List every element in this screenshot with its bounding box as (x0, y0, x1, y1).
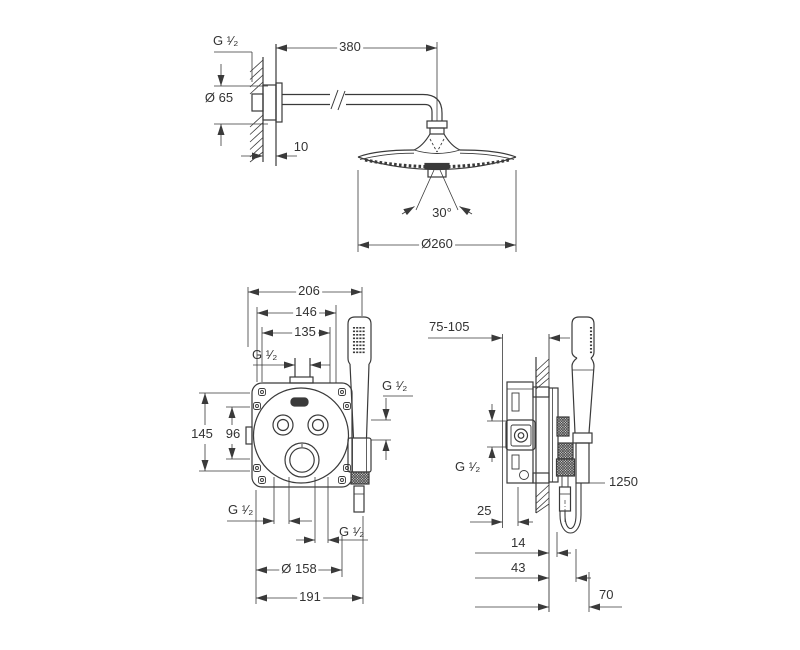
hose-outlet-elbow (555, 442, 576, 524)
side-tab (245, 426, 253, 445)
dim-width-146: 146 (293, 304, 319, 319)
hose-nut (350, 471, 370, 485)
dim-hose-length: 1250 (609, 474, 638, 489)
temperature-knob (284, 442, 320, 478)
break-symbol (330, 89, 346, 111)
wall-union-connector (251, 93, 264, 112)
dim-installation-depth: 75-105 (429, 319, 470, 334)
escutcheon (275, 82, 283, 123)
dim-bottom-thread-left: G ¹⁄₂ (228, 502, 254, 517)
spray-face-dots (352, 327, 365, 354)
dim-width-191: 191 (297, 589, 323, 604)
shower-arm (262, 82, 443, 123)
hose-union-nut (555, 458, 576, 477)
dim-arm-length: 380 (337, 39, 363, 54)
mixer-side-view (428, 316, 622, 612)
dim-holder-outlet-thread: G ¹⁄₂ (382, 378, 408, 393)
side-inlet (513, 428, 529, 443)
shower-hose (559, 483, 582, 534)
spray-nozzle-band (364, 158, 510, 169)
head-shower-dimensions (214, 42, 517, 252)
thermostat-trim (252, 387, 350, 484)
rough-in-body (505, 381, 550, 484)
dim-bottom-thread-right: G ¹⁄₂ (339, 524, 365, 539)
dim-thread-top-view: G ¹⁄₂ (213, 33, 239, 48)
dim-width-135: 135 (292, 324, 318, 339)
dim-offset-43: 43 (511, 560, 526, 575)
spray-angle-lines (401, 169, 473, 216)
hand-shower-side (571, 316, 595, 484)
head-shower-view (214, 42, 517, 252)
dim-escutcheon-diameter: Ø 65 (202, 90, 236, 105)
holder-knob (556, 416, 570, 437)
smartcontrol-button-left (272, 414, 294, 436)
smartcontrol-button-right (307, 414, 329, 436)
dim-height-96: 96 (223, 426, 243, 441)
brand-logo (290, 397, 309, 407)
dim-side-inlet-thread: G ¹⁄₂ (455, 459, 481, 474)
dim-offset-14: 14 (511, 535, 526, 550)
dim-trim-diameter: Ø 158 (279, 561, 319, 576)
dim-depth-25: 25 (477, 503, 492, 518)
dim-escutcheon-depth: 10 (293, 139, 309, 154)
dim-spray-angle: 30° (432, 205, 452, 220)
dim-head-diameter: Ø260 (419, 236, 455, 251)
top-outlet-stub (289, 358, 314, 384)
wall-hatching (249, 59, 264, 163)
center-outlet (424, 162, 450, 170)
trim-plate-side (548, 387, 570, 483)
hand-shower-front (347, 316, 372, 513)
wall-hatching-side (535, 358, 550, 514)
dim-top-outlet-thread: G ¹⁄₂ (252, 347, 278, 362)
dim-height-145: 145 (189, 426, 215, 441)
dim-overall-width: 206 (296, 283, 322, 298)
arm-nut (426, 120, 448, 129)
dim-offset-70: 70 (599, 587, 614, 602)
mixer-side-dimensions (428, 334, 622, 612)
head-shower (357, 120, 517, 178)
